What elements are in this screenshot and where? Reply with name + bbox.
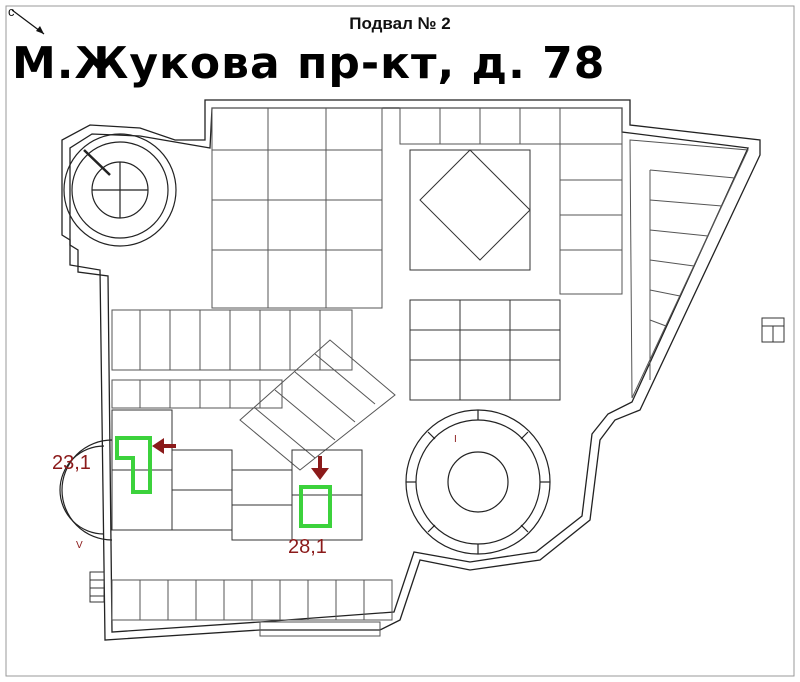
area-label-unit-b: 28,1: [288, 536, 327, 558]
arrow-unit-23: [152, 438, 176, 454]
room-cluster-left: [111, 409, 363, 541]
parking-grid-bottom: [111, 579, 393, 637]
north-label: с: [8, 4, 15, 19]
area-label-unit-a: 23,1: [52, 452, 91, 474]
parking-grid-left: [111, 309, 353, 409]
parking-grid-top: [211, 107, 623, 309]
sheet-title: Подвал № 2: [349, 14, 451, 33]
highlight-unit-23[interactable]: [115, 436, 152, 494]
north-arrow-head: [36, 26, 44, 34]
stair-icon: [761, 317, 785, 343]
marker-v: V: [76, 540, 83, 551]
address-title: М.Жукова пр-кт, д. 78: [12, 38, 606, 89]
arrow-unit-28: [311, 456, 329, 480]
marker-i: I: [454, 434, 457, 445]
parking-grid-right: [629, 139, 749, 399]
room-cluster-right: [409, 149, 561, 401]
building-outline: [61, 99, 761, 641]
round-tower-right: [405, 409, 551, 555]
highlight-unit-28[interactable]: [299, 485, 332, 528]
round-tower-left: [63, 133, 177, 247]
stair-icon-left: [89, 571, 105, 603]
lobby-left: [59, 439, 113, 541]
parking-grid-diagonal: [239, 339, 396, 471]
